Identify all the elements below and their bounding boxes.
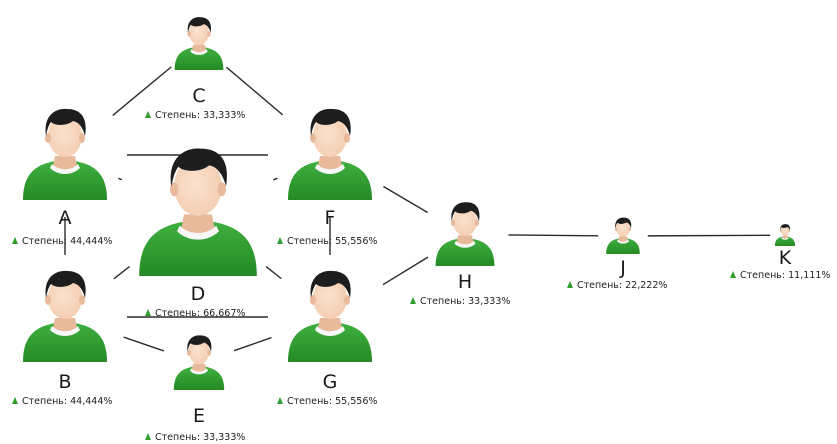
node-label: G xyxy=(322,371,338,393)
node-label: A xyxy=(58,207,72,229)
metric-prefix: Степень: xyxy=(155,110,201,121)
edge-H-J xyxy=(508,234,599,237)
edge-F-D xyxy=(272,177,278,181)
edge-J-K xyxy=(647,234,771,237)
node-metric: Степень: 66,667% xyxy=(145,308,245,320)
metric-value: 33,333% xyxy=(203,432,246,443)
triangle-up-icon xyxy=(12,397,18,404)
edge-A-C xyxy=(112,66,172,116)
metric-prefix: Степень: xyxy=(22,396,68,407)
metric-value: 55,556% xyxy=(335,236,378,247)
node-metric: Степень: 55,556% xyxy=(277,396,377,408)
metric-prefix: Степень: xyxy=(577,280,623,291)
metric-prefix: Степень: xyxy=(155,432,201,443)
person-icon xyxy=(23,270,107,362)
triangle-up-icon xyxy=(730,271,736,278)
node-metric: Степень: 44,444% xyxy=(12,236,112,248)
metric-value: 66,667% xyxy=(203,308,246,319)
metric-value: 33,333% xyxy=(203,110,246,121)
triangle-up-icon xyxy=(410,297,416,304)
triangle-up-icon xyxy=(145,309,151,316)
edge-A-D xyxy=(118,177,123,181)
node-label: E xyxy=(192,405,205,427)
person-icon xyxy=(173,335,225,390)
edge-G-H xyxy=(382,256,429,286)
metric-value: 44,444% xyxy=(70,396,113,407)
node-metric: Степень: 44,444% xyxy=(12,396,112,408)
edge-B-E xyxy=(123,336,165,352)
node-label: B xyxy=(58,371,72,393)
node-label: J xyxy=(620,257,626,279)
edge-G-D xyxy=(265,266,282,280)
person-icon xyxy=(435,202,495,266)
metric-prefix: Степень: xyxy=(740,270,786,281)
node-metric: Степень: 55,556% xyxy=(277,236,377,248)
metric-value: 55,556% xyxy=(335,396,378,407)
node-metric: Степень: 33,333% xyxy=(145,432,245,444)
metric-prefix: Степень: xyxy=(22,236,68,247)
triangle-up-icon xyxy=(145,433,151,440)
metric-value: 44,444% xyxy=(70,236,113,247)
metric-value: 33,333% xyxy=(468,296,511,307)
node-label: D xyxy=(190,283,206,305)
person-icon xyxy=(23,108,107,200)
metric-prefix: Степень: xyxy=(287,236,333,247)
edge-B-D xyxy=(113,265,131,280)
node-metric: Степень: 11,111% xyxy=(730,270,830,282)
person-icon xyxy=(139,148,257,276)
person-icon xyxy=(288,108,372,200)
person-icon xyxy=(606,217,640,254)
triangle-up-icon xyxy=(145,111,151,118)
node-metric: Степень: 33,333% xyxy=(410,296,510,308)
triangle-up-icon xyxy=(567,281,573,288)
triangle-up-icon xyxy=(277,237,283,244)
node-label: K xyxy=(778,247,792,269)
node-metric: Степень: 33,333% xyxy=(145,110,245,122)
edge-F-H xyxy=(383,185,428,214)
person-icon xyxy=(174,17,224,70)
metric-prefix: Степень: xyxy=(287,396,333,407)
node-label: C xyxy=(192,85,206,107)
edge-E-G xyxy=(233,336,272,352)
node-label: F xyxy=(324,207,336,229)
metric-prefix: Степень: xyxy=(420,296,466,307)
triangle-up-icon xyxy=(12,237,18,244)
node-label: H xyxy=(457,271,473,293)
node-metric: Степень: 22,222% xyxy=(567,280,667,292)
person-icon xyxy=(774,224,796,246)
metric-value: 22,222% xyxy=(625,280,668,291)
edge-C-F xyxy=(225,66,284,116)
person-icon xyxy=(288,270,372,362)
metric-value: 11,111% xyxy=(788,270,831,281)
triangle-up-icon xyxy=(277,397,283,404)
metric-prefix: Степень: xyxy=(155,308,201,319)
